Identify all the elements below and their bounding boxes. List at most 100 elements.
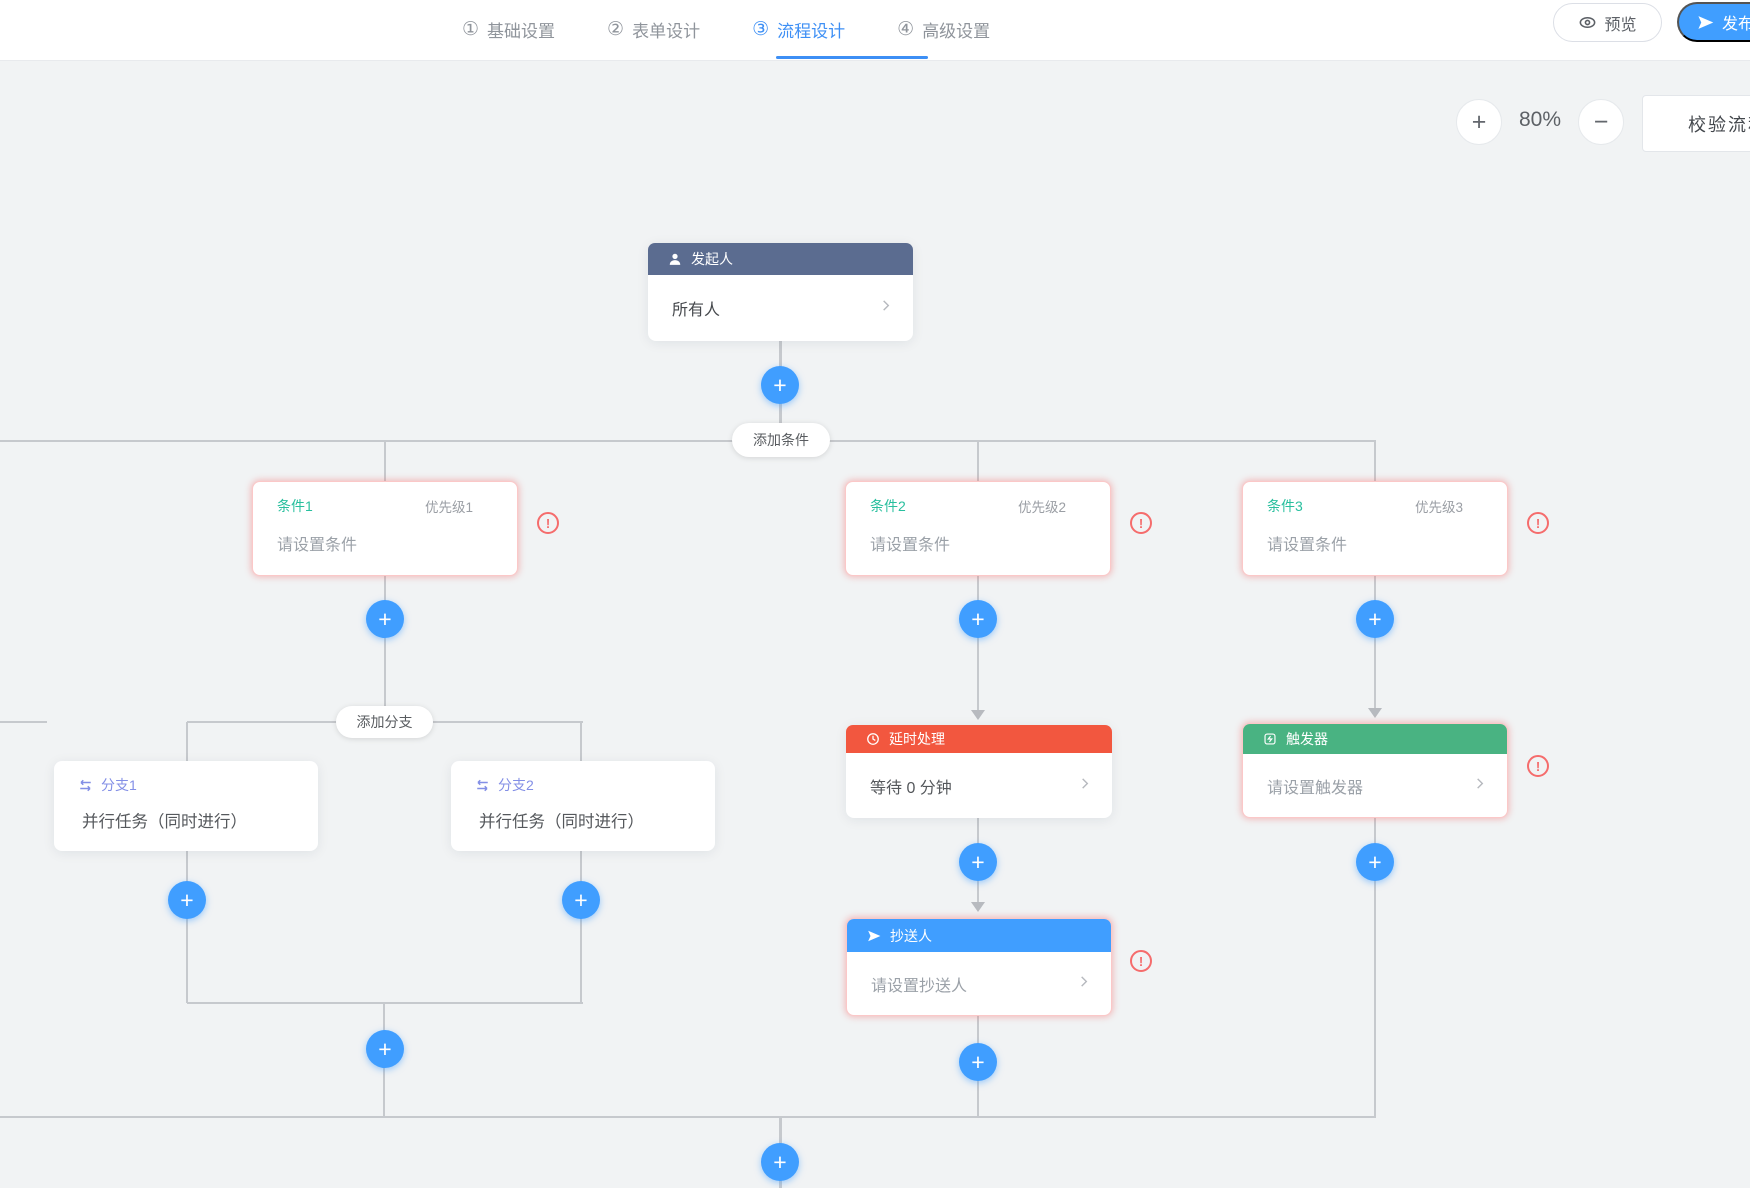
preview-button[interactable]: 预览 (1553, 3, 1662, 42)
send-icon (867, 929, 881, 943)
exclamation-glyph: ! (1138, 953, 1144, 969)
add-branch-label: 添加分支 (356, 714, 413, 730)
step-tabs: ① 基础设置 ② 表单设计 ③ 流程设计 ④ 高级设置 (462, 0, 990, 59)
condition-title: 条件1 (277, 498, 313, 514)
connector-line-conditions (0, 440, 1376, 442)
plus-glyph: + (180, 886, 194, 913)
plus-glyph: + (1368, 848, 1382, 875)
plus-glyph: + (773, 371, 787, 398)
connector-line (186, 851, 188, 1003)
publish-button[interactable]: 发布 (1677, 2, 1750, 42)
connector-line (580, 851, 582, 1003)
warning-badge: ! (1130, 512, 1152, 534)
preview-label: 预览 (1604, 16, 1637, 34)
add-node-button[interactable]: + (366, 1030, 404, 1068)
add-node-button[interactable]: + (959, 600, 997, 638)
tab-advanced-settings[interactable]: ④ 高级设置 (897, 17, 990, 42)
branch-body: 并行任务（同时进行） (479, 813, 644, 831)
tab-form-design[interactable]: ② 表单设计 (607, 17, 700, 42)
branch-2-node[interactable]: 分支2 并行任务（同时进行） (451, 761, 715, 851)
user-icon (668, 252, 682, 266)
tab-label: 基础设置 (487, 22, 556, 41)
condition-placeholder: 请设置条件 (277, 537, 358, 554)
chevron-right-icon (1473, 776, 1487, 795)
warning-badge: ! (1527, 755, 1549, 777)
validate-label: 校验流程 (1688, 114, 1750, 135)
step-3-icon: ③ (752, 19, 770, 40)
add-condition-button[interactable]: 添加条件 (732, 423, 830, 457)
plus-glyph: + (1368, 605, 1382, 632)
publish-label: 发布 (1722, 16, 1750, 33)
connector-line (1374, 576, 1376, 708)
connector-line (580, 722, 582, 761)
connector-line-merge (0, 1116, 1376, 1118)
arrow-down-icon (1368, 708, 1382, 718)
connector-line (384, 441, 386, 481)
condition-3-node[interactable]: 条件3 优先级3 请设置条件 (1242, 481, 1508, 576)
trigger-node[interactable]: 触发器 请设置触发器 (1242, 723, 1508, 818)
zoom-in-button[interactable]: + (1456, 99, 1502, 145)
zoom-out-button[interactable]: − (1578, 99, 1624, 145)
parallel-icon (475, 779, 490, 792)
tab-process-design[interactable]: ③ 流程设计 (752, 17, 845, 42)
condition-placeholder: 请设置条件 (870, 537, 951, 554)
chevron-right-icon (1077, 974, 1091, 993)
exclamation-glyph: ! (1535, 758, 1541, 774)
delay-node[interactable]: 延时处理 等待 0 分钟 (846, 725, 1112, 818)
connector-line-offscreen (0, 721, 47, 723)
add-node-button[interactable]: + (761, 1143, 799, 1181)
step-1-icon: ① (462, 19, 480, 40)
add-node-button[interactable]: + (959, 843, 997, 881)
plus-glyph: + (378, 1035, 392, 1062)
add-node-button[interactable]: + (366, 600, 404, 638)
condition-title: 条件3 (1267, 498, 1303, 514)
cc-node[interactable]: 抄送人 请设置抄送人 (846, 918, 1112, 1016)
add-node-button[interactable]: + (1356, 600, 1394, 638)
branch-title: 分支1 (101, 777, 137, 793)
step-2-icon: ② (607, 19, 625, 40)
add-node-button[interactable]: + (761, 366, 799, 404)
tab-label: 表单设计 (632, 22, 701, 41)
connector-line (384, 576, 386, 722)
connector-line-branch-bottom (187, 1002, 583, 1004)
condition-placeholder: 请设置条件 (1267, 537, 1348, 554)
add-node-button[interactable]: + (168, 881, 206, 919)
arrow-down-icon (971, 902, 985, 912)
validate-flow-button[interactable]: 校验流程 (1642, 95, 1750, 152)
initiator-value: 所有人 (672, 302, 721, 319)
parallel-icon (78, 779, 93, 792)
chevron-right-icon (1078, 776, 1092, 795)
plus-glyph: + (971, 1048, 985, 1075)
trigger-title: 触发器 (1286, 731, 1328, 747)
tab-basic-settings[interactable]: ① 基础设置 (462, 17, 555, 42)
top-nav: ① 基础设置 ② 表单设计 ③ 流程设计 ④ 高级设置 预览 (0, 0, 1750, 61)
warning-badge: ! (537, 512, 559, 534)
condition-2-node[interactable]: 条件2 优先级2 请设置条件 (845, 481, 1111, 576)
branch-1-node[interactable]: 分支1 并行任务（同时进行） (54, 761, 318, 851)
condition-priority: 优先级1 (424, 500, 473, 515)
condition-priority: 优先级3 (1414, 500, 1463, 515)
add-node-button[interactable]: + (1356, 843, 1394, 881)
connector-line (186, 722, 188, 761)
warning-badge: ! (1527, 512, 1549, 534)
add-node-button[interactable]: + (959, 1043, 997, 1081)
add-branch-button[interactable]: 添加分支 (336, 706, 433, 738)
branch-title: 分支2 (498, 777, 534, 793)
chevron-right-icon (879, 299, 893, 318)
plus-glyph: + (1471, 107, 1487, 136)
eye-icon (1578, 13, 1597, 32)
plus-glyph: + (378, 605, 392, 632)
condition-priority: 优先级2 (1017, 500, 1066, 515)
exclamation-glyph: ! (545, 515, 551, 531)
add-condition-label: 添加条件 (753, 432, 809, 448)
initiator-node[interactable]: 发起人 所有人 (648, 243, 913, 341)
condition-1-node[interactable]: 条件1 优先级1 请设置条件 (252, 481, 518, 576)
active-tab-indicator (776, 56, 928, 59)
branch-body: 并行任务（同时进行） (82, 813, 247, 831)
cc-placeholder: 请设置抄送人 (871, 977, 968, 995)
add-node-button[interactable]: + (562, 881, 600, 919)
send-icon (1697, 14, 1714, 31)
tab-label: 流程设计 (777, 22, 846, 41)
clock-icon (866, 732, 880, 746)
